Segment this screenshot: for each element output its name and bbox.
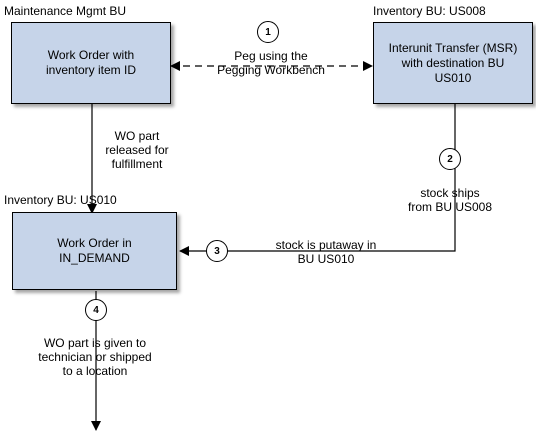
step-3-marker: 3 bbox=[206, 240, 228, 262]
step-1-caption: Peg using the Pegging Workbench bbox=[217, 49, 325, 77]
maintenance-bu-label: Maintenance Mgmt BU bbox=[4, 4, 127, 18]
transfer-connector bbox=[179, 104, 456, 256]
step-2-caption: stock ships from BU US008 bbox=[407, 186, 493, 214]
work-order-text: Work Order with inventory item ID bbox=[45, 48, 137, 77]
step-4-marker: 4 bbox=[85, 299, 107, 321]
work-order-box: Work Order with inventory item ID bbox=[11, 22, 171, 104]
step-2-marker: 2 bbox=[439, 148, 461, 170]
interunit-transfer-box: Interunit Transfer (MSR) with destinatio… bbox=[373, 22, 533, 104]
step-1-marker: 1 bbox=[257, 21, 279, 43]
step-4-caption: WO part is given to technician or shippe… bbox=[38, 336, 152, 378]
inventory-us010-label: Inventory BU: US010 bbox=[4, 193, 117, 207]
inventory-us008-label: Inventory BU: US008 bbox=[373, 4, 486, 18]
interunit-transfer-text: Interunit Transfer (MSR) with destinatio… bbox=[388, 40, 518, 85]
in-demand-box: Work Order in IN_DEMAND bbox=[12, 212, 177, 290]
in-demand-text: Work Order in IN_DEMAND bbox=[57, 236, 132, 265]
release-caption: WO part released for fulfillment bbox=[105, 129, 169, 171]
step-3-caption: stock is putaway in BU US010 bbox=[275, 238, 377, 266]
